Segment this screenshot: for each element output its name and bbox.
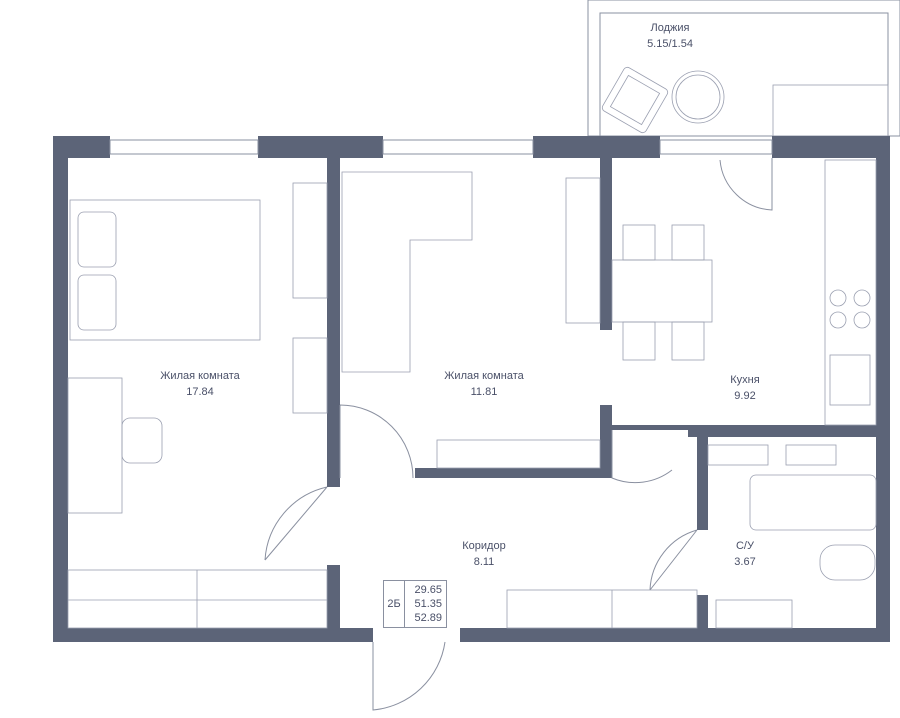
sink-icon (829, 354, 871, 406)
windows (109, 139, 773, 155)
room-label-loggia: Лоджия 5.15/1.54 (647, 20, 693, 52)
room-name: Кухня (730, 374, 760, 386)
wardrobe-icon (67, 569, 328, 629)
room-label-bathroom: С/У 3.67 (734, 538, 755, 570)
bathtub-icon (749, 474, 877, 531)
kitchen-counter-icon (824, 159, 877, 426)
walls (53, 136, 890, 642)
room-name: С/У (735, 540, 754, 552)
toilet-icon (819, 544, 876, 581)
room-label-bedroom: Жилая комната 17.84 (160, 368, 239, 400)
dining-table-icon (611, 259, 713, 323)
loggia (587, 0, 900, 137)
round-table-icon (671, 70, 725, 124)
room-area: 5.15/1.54 (647, 38, 693, 50)
sofa-icon (341, 171, 473, 373)
room-area: 9.92 (734, 390, 756, 402)
room-label-corridor: Коридор 8.11 (462, 538, 505, 570)
apartment-code: 2Б (384, 581, 405, 627)
room-area: 17.84 (186, 386, 214, 398)
room-label-living-room: Жилая комната 11.81 (444, 368, 523, 400)
room-area: 3.67 (734, 556, 756, 568)
total-area-with-loggia: 52.89 (414, 612, 442, 624)
room-area: 11.81 (470, 386, 498, 398)
room-name: Жилая комната (444, 370, 524, 382)
room-area: 8.11 (473, 556, 495, 568)
desk-icon (67, 377, 123, 514)
total-area: 51.35 (414, 598, 442, 610)
armchair-icon (601, 66, 669, 134)
area-legend: 2Б 29.65 51.35 52.89 (383, 580, 447, 628)
doors (264, 158, 773, 711)
chair-icon (121, 417, 163, 464)
bench-icon (436, 439, 601, 469)
furniture (67, 159, 877, 629)
room-name: Коридор (462, 540, 506, 552)
tv-stand-icon (292, 182, 328, 299)
room-name: Жилая комната (160, 370, 240, 382)
bed-icon (69, 199, 261, 341)
living-area: 29.65 (414, 584, 442, 596)
room-label-kitchen: Кухня 9.92 (730, 372, 759, 404)
washbasin-icon (715, 599, 793, 629)
plant-shelf (772, 84, 889, 137)
room-name: Лоджия (650, 22, 690, 34)
